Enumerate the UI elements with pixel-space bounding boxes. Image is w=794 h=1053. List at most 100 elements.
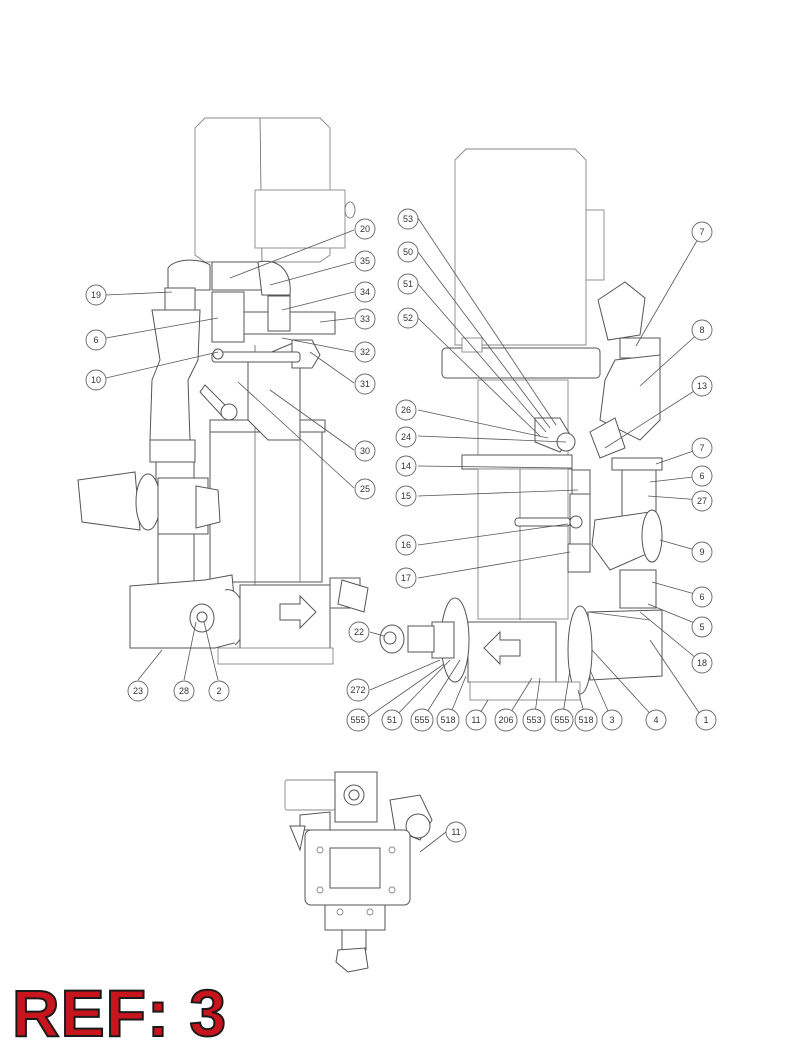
svg-text:2: 2 [216, 686, 221, 696]
svg-text:518: 518 [440, 715, 455, 725]
callout-balloon: 2 [208, 680, 230, 702]
svg-text:34: 34 [360, 287, 370, 297]
svg-text:22: 22 [354, 627, 364, 637]
svg-text:25: 25 [360, 484, 370, 494]
svg-text:30: 30 [360, 446, 370, 456]
svg-text:7: 7 [699, 443, 704, 453]
svg-text:7: 7 [699, 227, 704, 237]
callout-balloon: 518 [436, 708, 460, 732]
callout-balloon: 51 [381, 709, 403, 731]
svg-text:555: 555 [414, 715, 429, 725]
svg-text:51: 51 [387, 715, 397, 725]
svg-text:518: 518 [578, 715, 593, 725]
svg-text:8: 8 [699, 325, 704, 335]
svg-text:27: 27 [697, 496, 707, 506]
left-assembly-view [77, 117, 369, 665]
svg-text:11: 11 [471, 715, 480, 725]
svg-text:15: 15 [401, 491, 411, 501]
svg-text:555: 555 [350, 715, 365, 725]
callout-balloon: 14 [395, 455, 417, 477]
callout-balloon: 27 [691, 490, 713, 512]
callout-balloon: 26 [395, 399, 417, 421]
svg-text:553: 553 [526, 715, 541, 725]
svg-text:19: 19 [91, 290, 101, 300]
callout-balloon: 53 [397, 208, 419, 230]
svg-text:18: 18 [697, 658, 707, 668]
svg-text:11: 11 [451, 827, 460, 837]
svg-text:9: 9 [699, 547, 704, 557]
svg-text:33: 33 [360, 314, 370, 324]
svg-text:5: 5 [699, 622, 704, 632]
callout-balloon: 32 [354, 341, 376, 363]
callout-balloon: 19 [85, 284, 107, 306]
callout-balloon: 30 [354, 440, 376, 462]
callout-balloon: 6 [691, 586, 713, 608]
svg-text:16: 16 [401, 540, 411, 550]
callout-balloon: 35 [354, 250, 376, 272]
svg-text:6: 6 [699, 471, 704, 481]
callout-balloon: 33 [354, 308, 376, 330]
svg-text:32: 32 [360, 347, 370, 357]
callout-balloon: 7 [691, 221, 713, 243]
svg-text:26: 26 [401, 405, 411, 415]
svg-text:20: 20 [360, 224, 370, 234]
callout-balloon: 9 [691, 541, 713, 563]
svg-text:51: 51 [403, 279, 413, 289]
callout-balloon: 10 [85, 369, 107, 391]
callout-balloon: 15 [395, 485, 417, 507]
svg-text:6: 6 [699, 592, 704, 602]
svg-text:50: 50 [403, 247, 413, 257]
svg-text:28: 28 [179, 686, 189, 696]
callout-balloon: 24 [395, 426, 417, 448]
right-assembly-view [379, 148, 663, 701]
callout-balloon: 50 [397, 241, 419, 263]
callout-balloon: 20 [354, 218, 376, 240]
callout-balloon: 13 [691, 375, 713, 397]
callout-balloon: 555 [550, 708, 574, 732]
callout-balloon: 25 [354, 478, 376, 500]
svg-text:24: 24 [401, 432, 411, 442]
svg-text:35: 35 [360, 256, 370, 266]
reference-label: REF: 3 [11, 976, 228, 1050]
callout-balloon: 11 [445, 821, 467, 843]
callout-balloon: 7 [691, 437, 713, 459]
callout-balloon: 1 [695, 709, 717, 731]
svg-text:23: 23 [133, 686, 143, 696]
callout-balloon: 3 [601, 709, 623, 731]
svg-text:555: 555 [554, 715, 569, 725]
callout-balloon: 16 [395, 534, 417, 556]
svg-text:17: 17 [401, 573, 411, 583]
callout-balloon: 22 [348, 621, 370, 643]
svg-text:272: 272 [350, 685, 365, 695]
svg-text:31: 31 [360, 379, 370, 389]
svg-text:14: 14 [401, 461, 411, 471]
callout-balloon: 272 [346, 678, 370, 702]
callout-balloon: 51 [397, 273, 419, 295]
callout-balloon: 555 [410, 708, 434, 732]
callout-balloon: 34 [354, 281, 376, 303]
svg-text:1: 1 [703, 715, 708, 725]
callout-balloon: 5 [691, 616, 713, 638]
svg-text:6: 6 [93, 335, 98, 345]
callout-balloon: 31 [354, 373, 376, 395]
svg-text:10: 10 [91, 375, 101, 385]
svg-text:3: 3 [609, 715, 614, 725]
svg-text:4: 4 [653, 715, 658, 725]
svg-text:13: 13 [697, 381, 707, 391]
svg-text:53: 53 [403, 214, 413, 224]
svg-text:52: 52 [403, 313, 413, 323]
bottom-plan-view [284, 771, 433, 973]
callout-balloon: 555 [346, 708, 370, 732]
callout-balloon: 8 [691, 319, 713, 341]
callout-balloon: 518 [574, 708, 598, 732]
callout-balloon: 553 [522, 708, 546, 732]
callout-balloon: 52 [397, 307, 419, 329]
callout-balloon: 6 [85, 329, 107, 351]
callout-balloon: 4 [645, 709, 667, 731]
callout-balloon: 206 [494, 708, 518, 732]
svg-text:206: 206 [498, 715, 513, 725]
callout-balloon: 11 [465, 709, 487, 731]
callout-balloon: 28 [173, 680, 195, 702]
callout-balloon: 23 [127, 680, 149, 702]
